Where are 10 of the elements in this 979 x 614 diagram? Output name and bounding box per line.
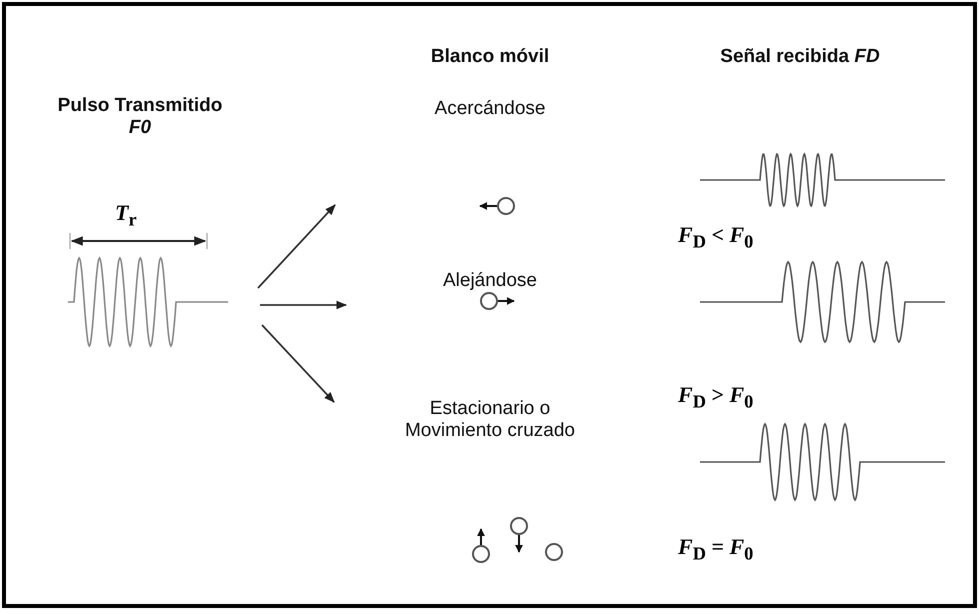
column-heading: Señal recibida FD xyxy=(719,46,881,68)
formula: F$_{D}$ = F$_{0}$ xyxy=(678,534,754,564)
case-label: Acercándose xyxy=(434,98,546,120)
column-heading: Blanco móvil xyxy=(430,46,550,68)
column-heading: Pulso Transmitido F0 xyxy=(56,95,224,139)
dimension-label: T$_{r}$ xyxy=(115,200,137,230)
case-label: Alejándose xyxy=(442,270,538,292)
formula: F$_{D}$ < F$_{0}$ xyxy=(678,222,754,252)
case-label: Estacionario o Movimiento cruzado xyxy=(404,398,576,442)
formula: F$_{D}$ > F$_{0}$ xyxy=(678,382,754,412)
